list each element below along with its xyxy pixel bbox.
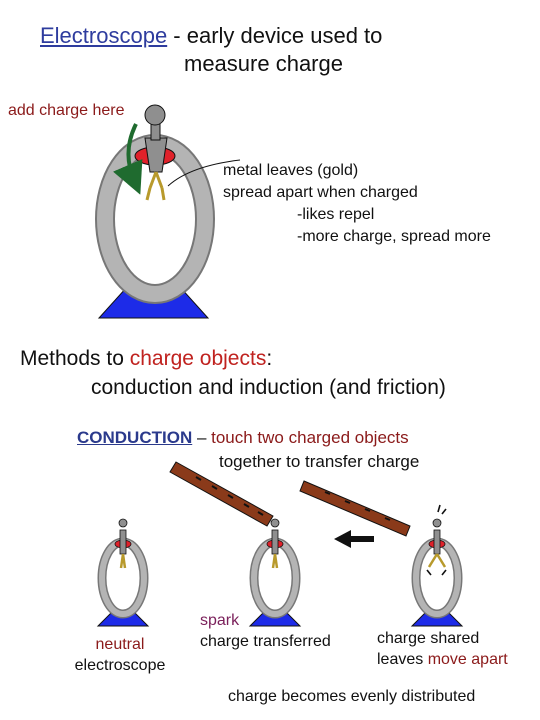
leaves-note: metal leaves (gold) spread apart when ch… bbox=[223, 160, 491, 248]
shared-caption: charge shared leaves move apart bbox=[377, 628, 508, 670]
even-distribution-caption: charge becomes evenly distributed bbox=[228, 688, 476, 705]
methods-heading: Methods to charge objects: conduction an… bbox=[20, 344, 446, 402]
pointer-line bbox=[167, 159, 241, 187]
large-electroscope bbox=[95, 104, 241, 319]
move-apart-label: move apart bbox=[427, 651, 508, 668]
spark-caption: spark charge transferred bbox=[200, 610, 331, 652]
methods-line2: conduction and induction (and friction) bbox=[91, 376, 446, 399]
conduction-heading: CONDUCTION – touch two charged objects t… bbox=[77, 426, 419, 474]
neutral-caption-2: electroscope bbox=[74, 657, 166, 674]
spark-label: spark bbox=[200, 612, 240, 629]
leaves-note-line3: -likes repel bbox=[297, 206, 375, 223]
electroscope-link[interactable]: Electroscope bbox=[40, 23, 168, 48]
add-charge-label: add charge here bbox=[8, 102, 125, 119]
leaves-note-line4: -more charge, spread more bbox=[297, 228, 491, 245]
large-leaves bbox=[145, 171, 166, 201]
charged-rod-1 bbox=[169, 461, 274, 527]
page-title: Electroscope - early device used to meas… bbox=[40, 22, 510, 78]
leaves-note-line1: metal leaves (gold) bbox=[223, 162, 359, 179]
small-electroscope-shared bbox=[410, 504, 464, 627]
large-knob bbox=[144, 104, 166, 126]
conduction-line1: touch two charged objects bbox=[211, 428, 409, 447]
leaves-note-line2: spread apart when charged bbox=[223, 184, 418, 201]
small-electroscope-neutral bbox=[96, 518, 150, 627]
arrow-down-curved-icon bbox=[112, 123, 143, 195]
conduction-title: CONDUCTION bbox=[77, 428, 193, 447]
conduction-line2: together to transfer charge bbox=[219, 452, 420, 471]
move-apart-line: leaves move apart bbox=[377, 649, 508, 670]
title-line2: measure charge bbox=[184, 51, 343, 76]
methods-highlight: charge objects bbox=[129, 347, 267, 370]
transferred-label: charge transferred bbox=[200, 633, 331, 650]
shared-label: charge shared bbox=[377, 630, 480, 647]
conduction-dash: – bbox=[192, 428, 212, 447]
neutral-caption-1: neutral bbox=[95, 636, 145, 653]
title-rest: - early device used to bbox=[167, 23, 383, 48]
large-stem bbox=[144, 137, 168, 173]
arrow-left-icon bbox=[334, 530, 374, 548]
neutral-caption: neutral electroscope bbox=[60, 634, 180, 676]
leaves-prefix: leaves bbox=[377, 651, 428, 668]
methods-suffix: : bbox=[266, 347, 273, 370]
methods-prefix: Methods to bbox=[20, 347, 130, 370]
small-electroscope-spark bbox=[248, 518, 302, 627]
charged-rod-2 bbox=[299, 480, 411, 537]
